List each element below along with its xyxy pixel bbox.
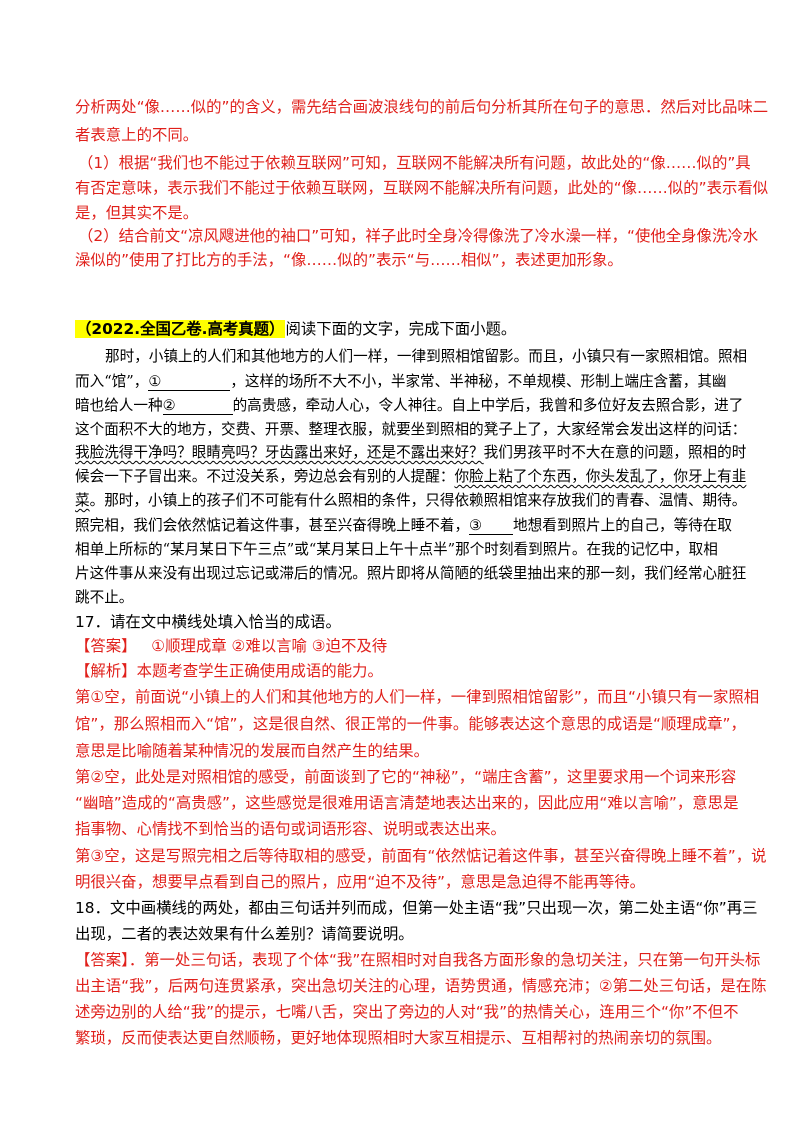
analysis-17-line: 第③空，这是写照完相之后等待取相的感受，前面有“依然惦记着这件事，甚至兴奋得晚上… [75,847,767,865]
source-tag: （2022.全国乙卷.高考真题） [75,320,286,338]
passage-line: 片这件事从来没有出现过忘记或滞后的情况。照片即将从简陋的纸袋里抽出来的那一刻，我… [75,565,747,582]
passage-line: 候会一下子冒出来。不过没关系，旁边总会有别的人提醒：你脸上粘了个东西，你头发乱了… [75,468,747,485]
blank-3: ③ [469,518,514,535]
analysis-17-line: 馆”，那么照相而入“馆”，这是很自然、很正常的一件事。能够表达这个意思的成语是“… [75,715,746,733]
analysis-line: 分析两处“像……似的”的含义，需先结合画波浪线句的前后句分析其所在句子的意思．然… [75,98,769,116]
passage-line: 跳不止。 [75,589,134,606]
passage-line: 我脸洗得干净吗？眼睛亮吗？牙齿露出来好，还是不露出来好？我们男孩平时不大在意的问… [75,444,747,461]
answer-18-line: 繁琐，反而使表达更自然顺畅，更好地体现照相时大家互相提示、互相帮衬的热闹亲切的氛… [75,1029,722,1047]
question-17: 17．请在文中横线处填入恰当的成语。 [75,613,341,631]
analysis-17-line: “幽暗”造成的“高贵感”，这些感觉是很难用语言清楚地表达出来的，因此应用“难以言… [75,794,739,812]
passage-line: 相单上所标的“某月某日下午三点”或“某月某日上午十点半”那个时刻看到照片。在我的… [75,541,718,558]
analysis-17-line: 指事物、心情找不到恰当的语句或词语形容、说明或表达出来。 [75,820,506,838]
passage-line: 这个面积不大的地方，交费、开票、整理衣服，就要坐到照相的凳子上了，大家经常会发出… [75,421,747,438]
analysis-line: （1）根据“我们也不能过于依赖互联网”可知，互联网不能解决所有问题，故此处的“像… [78,154,751,172]
analysis-17-line: 第②空，此处是对照相馆的感受，前面谈到了它的“神秘”，“端庄含蓄”，这里要求用一… [75,768,737,786]
question-source: （2022.全国乙卷.高考真题）阅读下面的文字，完成下面小题。 [75,319,516,339]
answer-18: 【答案】．第一处三句话，表现了个体“我”在照相时对自我各方面形象的急切关注，只在… [75,951,761,969]
blank-2: ② [162,398,233,415]
answer-18-line: 述旁边别的人给“我”的提示，七嘴八舌，突出了旁边的人对“我”的热情关心，连用三个… [75,1003,739,1021]
answer-18-line: 出主语“我”，后两句连贯紧承，突出急切关注的心理，语势贯通，情感充沛；②第二处三… [75,977,767,995]
analysis-17-line: 意思是比喻随着某种情况的发展而自然产生的结果。 [75,742,429,760]
wavy-underline-2: 你脸上粘了个东西，你头发乱了，你牙上有韭 [454,468,747,485]
passage-line: 而入“馆”，①，这样的场所不大不小，半家常、半神秘，不单规模、形制上端庄含蓄，其… [75,373,727,391]
passage-line: 那时，小镇上的人们和其他地方的人们一样，一律到照相馆留影。而且，小镇只有一家照相… [105,348,748,365]
analysis-17-line: 明很兴奋，想要早点看到自己的照片，应用“迫不及待”，意思是急迫得不能再等待。 [75,873,646,891]
analysis-line: 有否定意味，表示我们不能过于依赖互联网，互联网不能解决所有问题，此处的“像……似… [75,179,769,197]
wavy-underline-1: 我脸洗得干净吗？眼睛亮吗？牙齿露出来好，还是不露出来好？ [75,444,484,461]
source-instruction: 阅读下面的文字，完成下面小题。 [285,320,517,338]
answer-17: 【答案】 ①顺理成章 ②难以言喻 ③迫不及待 [75,637,388,655]
question-18: 18．文中画横线的两处，都由三句话并列而成，但第一处主语“我”只出现一次，第二处… [75,899,758,917]
question-18: 出现，二者的表达效果有什么差别？请简要说明。 [75,925,414,943]
analysis-17: 【解析】本题考查学生正确使用成语的能力。 [75,662,383,680]
analysis-line: 澡似的”使用了打比方的手法，“像……似的”表示“与……相似”，表述更加形象。 [75,251,623,269]
analysis-17-line: 第①空，前面说“小镇上的人们和其他地方的人们一样，一律到照相馆留影”，而且“小镇… [75,688,760,706]
passage-line: 菜。那时，小镇上的孩子们不可能有什么照相的条件，只得依赖照相馆来存放我们的青春、… [75,492,747,509]
analysis-line: 者表意上的不同。 [75,126,199,144]
blank-1: ① [148,374,231,391]
wavy-underline-2b: 菜 [75,492,90,509]
analysis-line: （2）结合前文“凉风飕进他的袖口”可知，祥子此时全身冷得像洗了冷水澡一样，“使他… [78,227,759,245]
analysis-line: 是，但其实不是。 [75,204,199,222]
